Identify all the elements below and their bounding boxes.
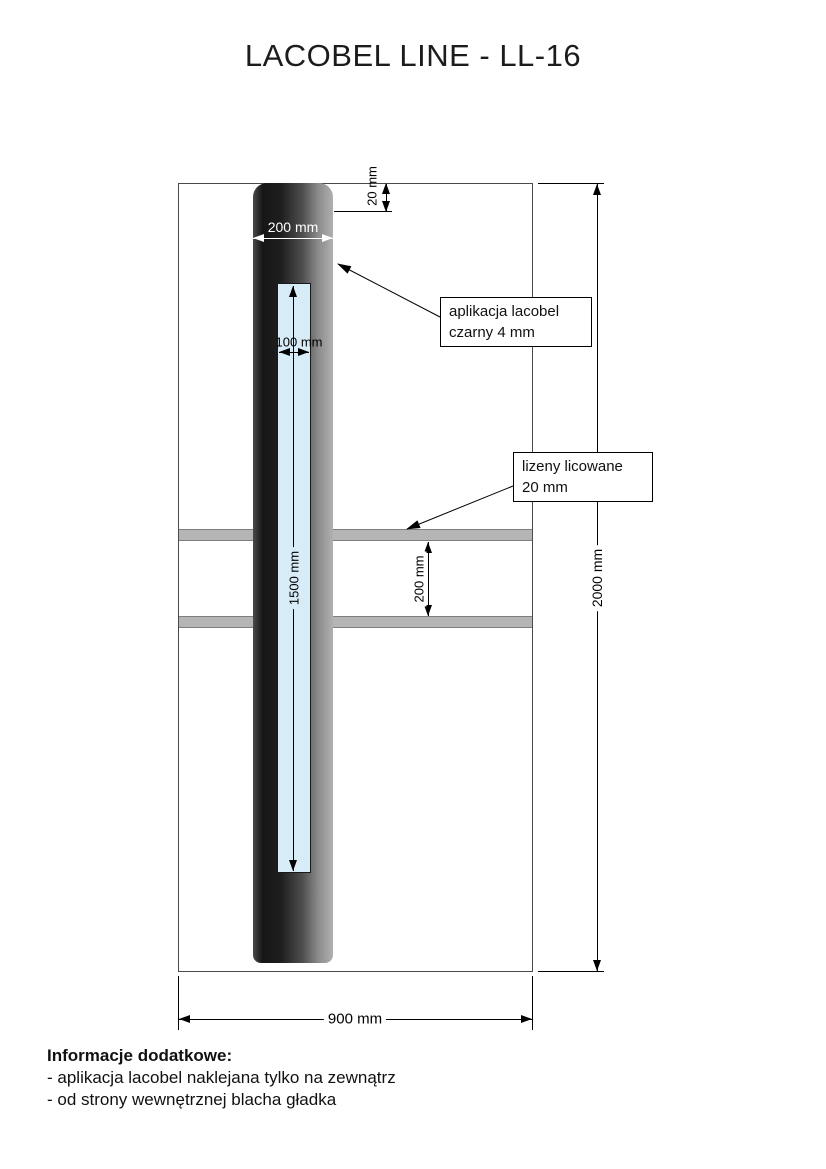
dim-panel-width-label: 900 mm bbox=[323, 1010, 387, 1028]
dim-panel-height-label: 2000 mm bbox=[589, 544, 605, 612]
callout-lacobel: aplikacja lacobel czarny 4 mm bbox=[440, 297, 592, 347]
dimension-line bbox=[597, 184, 598, 971]
extension-line bbox=[178, 976, 179, 1030]
note-item-2: - od strony wewnętrznej blacha gładka bbox=[47, 1090, 337, 1109]
extension-line bbox=[538, 183, 604, 184]
glass-stripe bbox=[277, 283, 311, 873]
extension-line bbox=[532, 976, 533, 1030]
dimension-line bbox=[179, 1019, 532, 1020]
page-title: LACOBEL LINE - LL-16 bbox=[244, 38, 582, 73]
callout-lacobel-line1: aplikacja lacobel bbox=[449, 303, 560, 320]
callout-lizeny: lizeny licowane 20 mm bbox=[513, 452, 653, 502]
callout-lacobel-line2: czarny 4 mm bbox=[449, 324, 535, 341]
arrowhead-right bbox=[521, 1015, 532, 1023]
arrowhead-up bbox=[593, 184, 601, 195]
arrowhead-left bbox=[179, 1015, 190, 1023]
additional-info: Informacje dodatkowe: - aplikacja lacobe… bbox=[47, 1045, 396, 1111]
lizena-band-top bbox=[179, 529, 532, 541]
lizena-band-bottom bbox=[179, 616, 532, 628]
callout-lizeny-line2: 20 mm bbox=[522, 479, 568, 496]
extension-line bbox=[538, 971, 604, 972]
arrowhead-down bbox=[593, 960, 601, 971]
callout-lizeny-line1: lizeny licowane bbox=[522, 458, 623, 475]
note-item-1: - aplikacja lacobel naklejana tylko na z… bbox=[47, 1068, 396, 1087]
notes-heading: Informacje dodatkowe: bbox=[47, 1046, 233, 1065]
